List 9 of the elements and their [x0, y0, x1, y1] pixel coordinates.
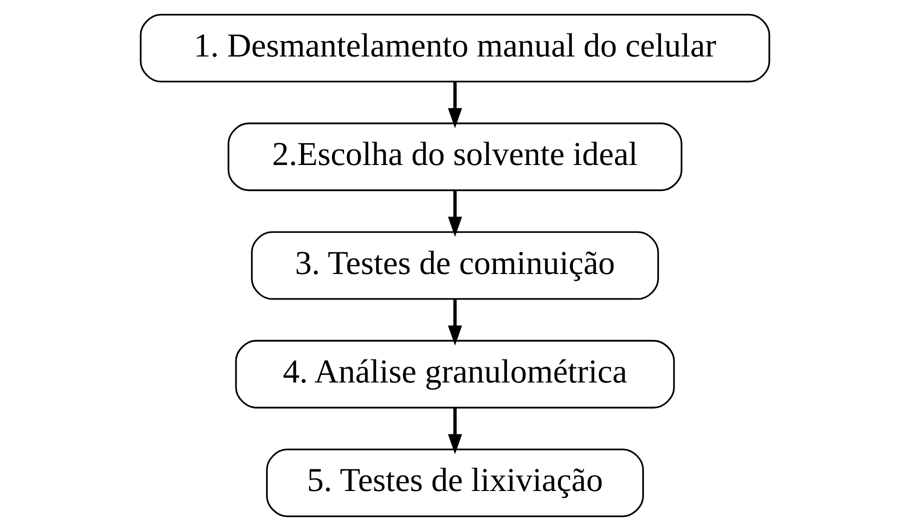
arrow	[448, 190, 462, 237]
node-box: 3. Testes de cominuição	[251, 231, 659, 300]
arrow	[448, 82, 462, 128]
arrow	[448, 408, 462, 454]
node-box: 5. Testes de lixiviação	[266, 448, 644, 518]
node-box: 4. Análise granulométrica	[235, 340, 675, 408]
node-box: 1. Desmantelamento manual do celular	[140, 14, 770, 82]
arrow	[448, 299, 462, 346]
node-box: 2.Escolha do solvente ideal	[228, 122, 682, 192]
